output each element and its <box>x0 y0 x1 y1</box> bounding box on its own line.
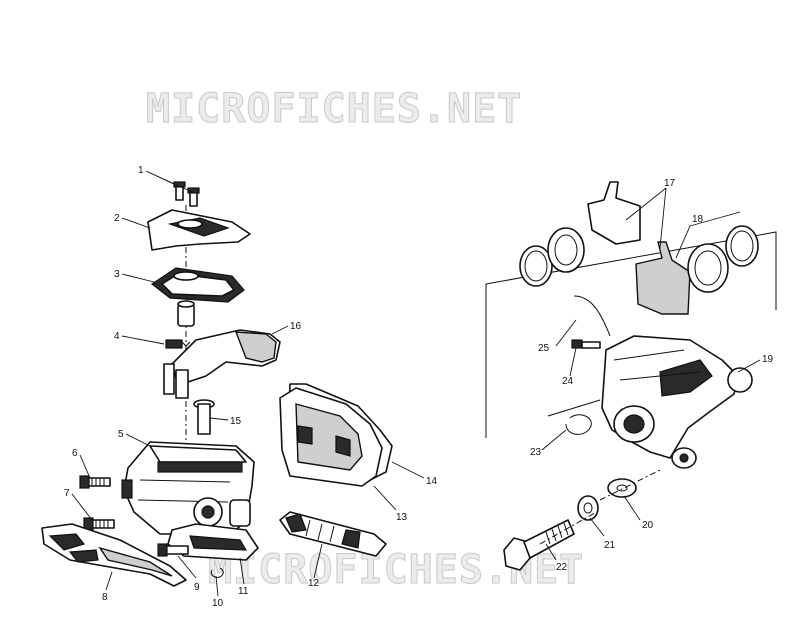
part-17-brake-pads <box>587 181 691 315</box>
part-12-piston <box>279 511 387 557</box>
part-9-bolt <box>157 543 189 557</box>
callout-3: 3 <box>114 269 120 280</box>
part-23-pin-clip <box>547 399 601 435</box>
caliper-seals-left <box>519 227 585 287</box>
part-7-bolt <box>83 517 115 531</box>
callout-8: 8 <box>102 592 108 603</box>
part-2-reservoir-cover <box>147 209 251 251</box>
callout-18: 18 <box>692 214 704 225</box>
part-8-lever <box>41 523 187 587</box>
part-25-bleed-line <box>573 295 611 337</box>
leader-lines <box>71 170 761 597</box>
part-16-lever <box>163 329 281 399</box>
part-1-screws <box>173 181 200 207</box>
part-15-pivot-pin <box>193 399 215 435</box>
callout-19: 19 <box>762 354 774 365</box>
part-10-circlip <box>210 567 224 578</box>
part-18-seals <box>687 225 759 293</box>
callout-16: 16 <box>290 321 302 332</box>
part-19-caliper-body <box>601 335 753 469</box>
part-13-housing-cover <box>279 387 383 487</box>
piston-cup <box>177 300 195 327</box>
callout-12: 12 <box>308 578 320 589</box>
callout-22: 22 <box>556 562 568 573</box>
callout-20: 20 <box>642 520 654 531</box>
callout-23: 23 <box>530 447 542 458</box>
part-5-master-cylinder-body <box>121 441 255 535</box>
part-20-washer <box>607 478 637 498</box>
callout-7: 7 <box>64 488 70 499</box>
part-6-bolt <box>79 475 111 489</box>
callout-25: 25 <box>538 343 550 354</box>
callout-1: 1 <box>138 165 144 176</box>
callout-14: 14 <box>426 476 438 487</box>
callout-15: 15 <box>230 416 242 427</box>
part-21-lock-washer <box>577 495 599 521</box>
part-24-bleeder-screw <box>571 339 601 349</box>
callout-11: 11 <box>238 586 249 597</box>
callout-4: 4 <box>114 331 120 342</box>
part-3-diaphragm <box>150 267 245 303</box>
callout-24: 24 <box>562 376 574 387</box>
callout-10: 10 <box>212 598 224 609</box>
caliper-frame <box>485 231 777 438</box>
right-axis-line <box>539 469 661 545</box>
watermark-top: MICROFICHES.NET <box>146 86 522 132</box>
part-4-spring <box>165 339 191 349</box>
callout-9: 9 <box>194 582 200 593</box>
callout-6: 6 <box>72 448 78 459</box>
callouts: 1 2 3 4 5 6 7 8 9 10 11 12 13 14 15 16 1… <box>64 165 774 609</box>
callout-5: 5 <box>118 429 124 440</box>
callout-2: 2 <box>114 213 120 224</box>
callout-13: 13 <box>396 512 408 523</box>
callout-17: 17 <box>664 178 676 189</box>
part-11-clamp <box>167 523 259 561</box>
callout-21: 21 <box>604 540 616 551</box>
